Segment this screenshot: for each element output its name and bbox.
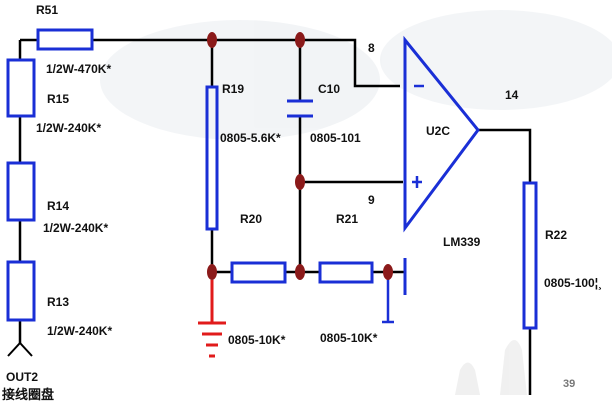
label-r21-value: 0805-10K* xyxy=(320,331,378,345)
label-coil: 接线圈盘 xyxy=(2,387,54,402)
opamp-u2c xyxy=(403,35,480,233)
label-c10: C10 xyxy=(318,82,340,96)
junctions xyxy=(207,32,393,280)
resistor-r14 xyxy=(6,161,36,222)
resistor-r19 xyxy=(205,85,219,231)
background-watermark xyxy=(100,10,612,395)
label-r21: R21 xyxy=(336,212,358,226)
wires xyxy=(18,38,532,395)
junction-node xyxy=(207,264,217,280)
label-r19-value: 0805-5.6K* xyxy=(220,131,281,145)
junction-node xyxy=(295,174,305,190)
label-out2: OUT2 xyxy=(6,370,38,384)
label-lm339: LM339 xyxy=(443,235,481,249)
label-corner: 39 xyxy=(563,378,575,390)
label-c10-value: 0805-101 xyxy=(310,131,361,145)
junction-node xyxy=(295,264,305,280)
label-r20: R20 xyxy=(240,212,262,226)
label-pin14: 14 xyxy=(505,88,519,102)
label-pin9: 9 xyxy=(368,193,375,207)
components xyxy=(6,28,538,330)
label-r14: R14 xyxy=(47,199,69,213)
label-r15-value: 1/2W-240K* xyxy=(36,121,101,135)
junction-node xyxy=(207,32,217,48)
resistor-r15 xyxy=(6,58,36,118)
label-r22: R22 xyxy=(545,228,567,242)
label-r14-value: 1/2W-240K* xyxy=(43,221,108,235)
label-r19: R19 xyxy=(222,82,244,96)
out2-terminal xyxy=(7,341,33,357)
label-r15: R15 xyxy=(47,92,69,106)
label-u2c: U2C xyxy=(426,124,450,138)
resistor-r22 xyxy=(522,181,538,330)
labels: R51 1/2W-470K* R15 1/2W-240K* R14 1/2W-2… xyxy=(2,3,602,402)
label-r20-value: 0805-10K* xyxy=(228,333,286,347)
resistor-r51 xyxy=(36,28,94,51)
label-r51-value: 1/2W-470K* xyxy=(46,62,111,76)
junction-node xyxy=(383,264,393,280)
label-r22-value: 0805-100¦¸ xyxy=(544,276,602,290)
label-r51: R51 xyxy=(36,3,58,17)
resistor-r20 xyxy=(230,261,287,284)
wire-top-to-pin8 xyxy=(92,38,400,88)
label-pin8: 8 xyxy=(368,41,375,55)
resistor-r13 xyxy=(6,260,36,322)
ground-symbol xyxy=(198,280,226,358)
resistor-r21 xyxy=(318,261,374,284)
label-r13: R13 xyxy=(47,295,69,309)
junction-node xyxy=(295,32,305,48)
label-r13-value: 1/2W-240K* xyxy=(47,324,112,338)
